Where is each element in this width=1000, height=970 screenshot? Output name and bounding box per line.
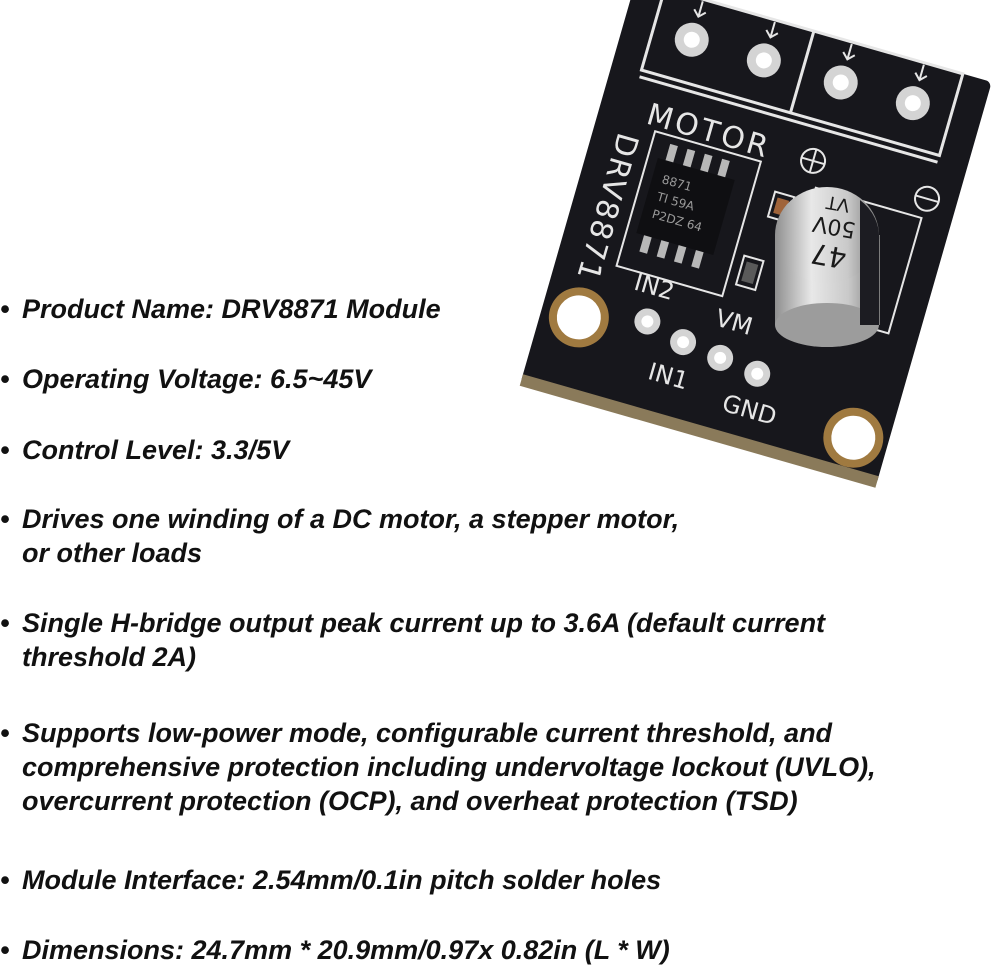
bullet: • <box>0 364 10 394</box>
spec-text: threshold 2A) <box>22 642 197 672</box>
spec-item: • Drives one winding of a DC motor, a st… <box>0 502 679 570</box>
ring-icon <box>548 287 609 348</box>
spec-text: Supports low-power mode, configurable cu… <box>22 718 833 748</box>
spec-item: • Dimensions: 24.7mm * 20.9mm/0.97x 0.82… <box>0 933 670 967</box>
spec-text: Single H-bridge output peak current up t… <box>22 608 826 638</box>
spec-item: • Single H-bridge output peak current up… <box>0 606 825 674</box>
capacitor-marking-1: 47 <box>808 236 849 275</box>
spec-text: Product Name: DRV8871 Module <box>22 294 441 324</box>
spec-item: • Product Name: DRV8871 Module <box>0 292 441 326</box>
bullet: • <box>0 435 10 465</box>
spec-text: or other loads <box>22 538 203 568</box>
pcb-board <box>521 0 991 485</box>
product-image: MOTOR DRV8871 <box>500 0 1000 490</box>
capacitor-top <box>775 187 879 283</box>
bullet: • <box>0 504 10 534</box>
pin-header-holes <box>634 308 771 387</box>
spec-text: Module Interface: 2.54mm/0.1in pitch sol… <box>22 865 662 895</box>
bullet: • <box>0 935 10 965</box>
drv8871-board: MOTOR DRV8871 <box>519 0 991 488</box>
spec-item: • Module Interface: 2.54mm/0.1in pitch s… <box>0 863 661 897</box>
spec-text: Control Level: 3.3/5V <box>22 435 290 465</box>
spec-text: Dimensions: 24.7mm * 20.9mm/0.97x 0.82in… <box>22 935 670 965</box>
bullet: • <box>0 294 10 324</box>
spec-text: Drives one winding of a DC motor, a step… <box>22 504 680 534</box>
bullet: • <box>0 865 10 895</box>
bullet: • <box>0 608 10 638</box>
arrow-down-icons <box>693 1 928 82</box>
terminal-holes <box>674 22 930 121</box>
spec-text: comprehensive protection including under… <box>22 752 876 782</box>
capacitor: 47 50V VT <box>775 187 880 347</box>
spec-item: • Control Level: 3.3/5V <box>0 433 289 467</box>
spec-text: overcurrent protection (OCP), and overhe… <box>22 786 798 816</box>
spec-item: • Operating Voltage: 6.5~45V <box>0 362 371 396</box>
ring-icon <box>823 407 884 468</box>
capacitor-marking-3: VT <box>824 191 852 216</box>
spec-text: Operating Voltage: 6.5~45V <box>22 364 372 394</box>
circle-minus-icon <box>914 185 941 212</box>
circle-plus-icon <box>800 147 827 174</box>
ic-chip <box>636 157 735 256</box>
bullet: • <box>0 718 10 748</box>
spec-item: • Supports low-power mode, configurable … <box>0 716 876 818</box>
